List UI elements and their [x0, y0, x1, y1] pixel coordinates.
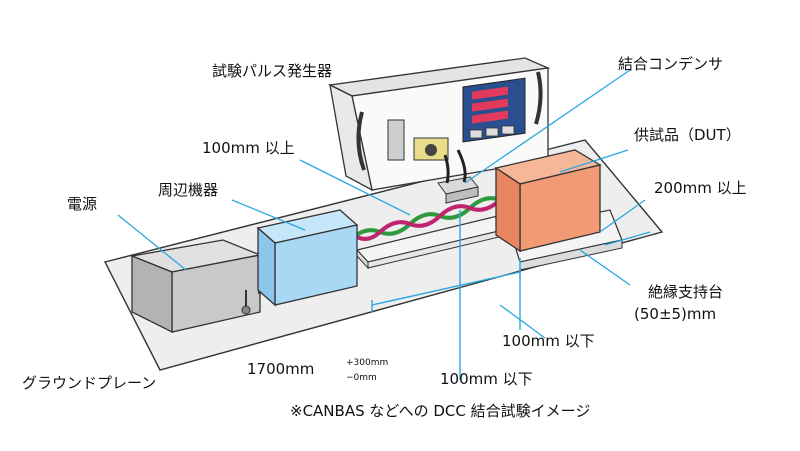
- label-insulation-support: 絶縁支持台: [648, 283, 724, 301]
- power-supply-box: [129, 239, 263, 334]
- label-distance-100-lower-b: 100mm 以下: [440, 370, 533, 388]
- caption: ※CANBAS などへの DCC 結合試験イメージ: [290, 402, 591, 420]
- label-coupling-capacitor: 結合コンデンサ: [618, 55, 724, 73]
- label-dut: 供試品（DUT）: [634, 126, 741, 144]
- label-peripheral: 周辺機器: [158, 181, 219, 199]
- label-distance-200-upper: 200mm 以上: [654, 179, 747, 197]
- label-length-minus: −0mm: [346, 373, 377, 383]
- label-distance-100-upper: 100mm 以上: [202, 139, 295, 157]
- peripheral-device-box: [256, 209, 359, 307]
- dimension-lines: [371, 210, 651, 372]
- dut-box: [494, 149, 602, 253]
- label-power-supply: 電源: [67, 195, 98, 213]
- label-distance-100-lower-a: 100mm 以下: [502, 332, 595, 350]
- label-length-plus: +300mm: [346, 358, 389, 368]
- label-length-main: 1700mm: [247, 360, 315, 378]
- label-ground-plane: グラウンドプレーン: [22, 374, 157, 392]
- leader-lines: [117, 69, 646, 380]
- label-insulation-height: (50±5)mm: [634, 305, 717, 323]
- label-generator: 試験パルス発生器: [212, 62, 333, 80]
